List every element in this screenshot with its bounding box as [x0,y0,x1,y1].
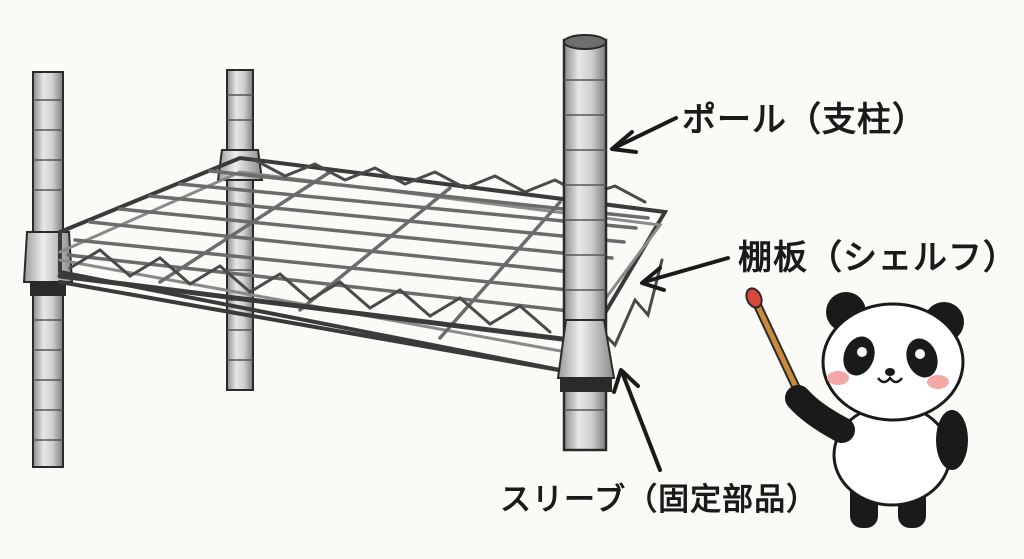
label-sleeve: スリーブ（固定部品） [500,482,819,518]
arrow-sleeve [612,368,662,472]
arrow-shelf [640,256,730,292]
arrow-pole [610,116,678,154]
label-pole: ポール（支柱） [682,100,927,140]
label-shelf: 棚板（シェルフ） [738,238,1018,278]
pointer-stick [745,287,807,405]
panda-mascot [745,287,968,528]
pole-front-left [22,71,74,468]
pole-front-right [556,34,616,452]
